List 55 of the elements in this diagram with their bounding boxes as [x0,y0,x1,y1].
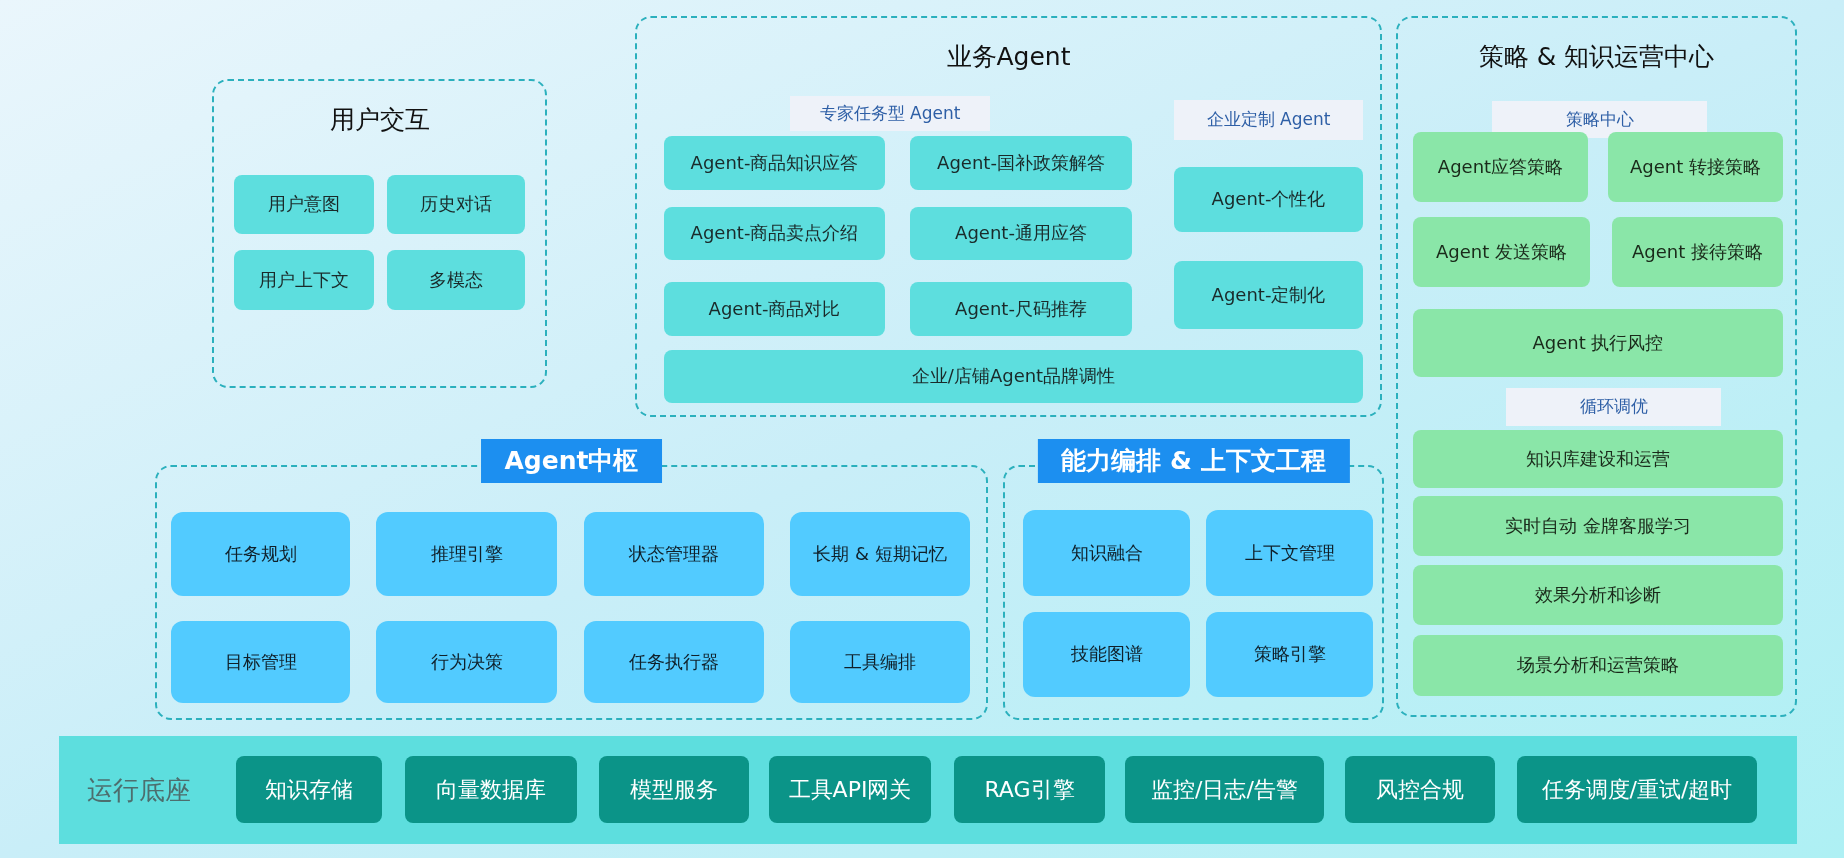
service-button: RAG引擎 [954,756,1105,823]
module-box: 长期 & 短期记忆 [790,512,970,596]
service-button: 知识存储 [236,756,382,823]
module-box: 工具编排 [790,621,970,703]
strategy-box: 知识库建设和运营 [1413,430,1783,488]
section-label: 循环调优 [1506,388,1721,426]
agent-box: 历史对话 [387,175,525,234]
service-button: 风控合规 [1345,756,1495,823]
strategy-box: 效果分析和诊断 [1413,565,1783,625]
strategy-box: Agent 接待策略 [1612,217,1783,287]
module-box: 任务规划 [171,512,350,596]
strategy-box: Agent 执行风控 [1413,309,1783,377]
module-box: 知识融合 [1023,510,1190,596]
agent-box: Agent-商品知识应答 [664,136,885,190]
service-button: 任务调度/重试/超时 [1517,756,1757,823]
section-label: 专家任务型 Agent [790,96,990,131]
panel-title-tab: Agent中枢 [480,439,663,483]
panel-title: 策略 & 知识运营中心 [1477,41,1716,73]
agent-box: Agent-通用应答 [910,207,1132,260]
module-box: 任务执行器 [584,621,764,703]
agent-box: 企业/店铺Agent品牌调性 [664,350,1363,403]
service-button: 向量数据库 [405,756,577,823]
panel-title: 业务Agent [945,41,1072,73]
dashed-panel [212,79,547,388]
module-box: 行为决策 [376,621,557,703]
panel-title-tab: 能力编排 & 上下文工程 [1037,439,1350,483]
module-box: 策略引擎 [1206,612,1373,697]
service-button: 监控/日志/告警 [1125,756,1324,823]
agent-box: Agent-商品卖点介绍 [664,207,885,260]
runtime-band [59,736,1797,844]
agent-box: 用户意图 [234,175,374,234]
strategy-box: Agent 转接策略 [1608,132,1783,202]
strategy-box: 场景分析和运营策略 [1413,635,1783,696]
service-button: 模型服务 [599,756,749,823]
module-box: 状态管理器 [584,512,764,596]
band-title: 运行底座 [87,773,191,807]
service-button: 工具API网关 [769,756,931,823]
agent-box: Agent-商品对比 [664,282,885,336]
module-box: 目标管理 [171,621,350,703]
agent-box: Agent-个性化 [1174,167,1363,232]
agent-box: Agent-定制化 [1174,261,1363,329]
dashed-panel [1396,16,1797,717]
section-label: 企业定制 Agent [1174,100,1363,140]
dashed-panel [635,16,1382,417]
module-box: 推理引擎 [376,512,557,596]
panel-title: 用户交互 [328,104,431,136]
module-box: 上下文管理 [1206,510,1373,596]
agent-box: 多模态 [387,250,525,310]
strategy-box: Agent 发送策略 [1413,217,1590,287]
strategy-box: 实时自动 金牌客服学习 [1413,496,1783,556]
module-box: 技能图谱 [1023,612,1190,697]
agent-box: Agent-国补政策解答 [910,136,1132,190]
strategy-box: Agent应答策略 [1413,132,1588,202]
agent-box: 用户上下文 [234,250,374,310]
agent-box: Agent-尺码推荐 [910,282,1132,336]
